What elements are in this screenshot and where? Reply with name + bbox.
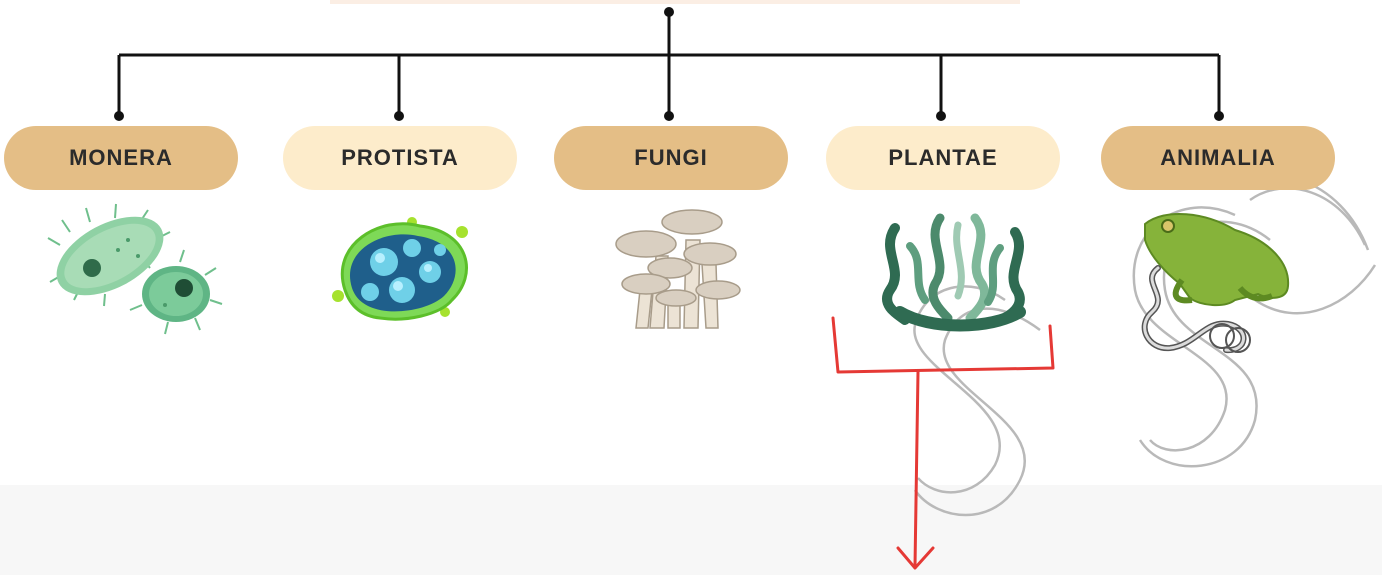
kingdom-fungi: FUNGI	[554, 126, 788, 190]
mushroom-icon	[616, 210, 740, 328]
protist-cell-icon	[332, 217, 468, 319]
kingdom-plantae: PLANTAE	[826, 126, 1060, 190]
frog-snake-icon	[1145, 214, 1288, 352]
kingdom-animalia: ANIMALIA	[1101, 126, 1335, 190]
bacteria-icon	[44, 201, 222, 334]
tree-connectors	[119, 12, 1219, 116]
kingdom-monera: MONERA	[4, 126, 238, 190]
kingdom-protista: PROTISTA	[283, 126, 517, 190]
